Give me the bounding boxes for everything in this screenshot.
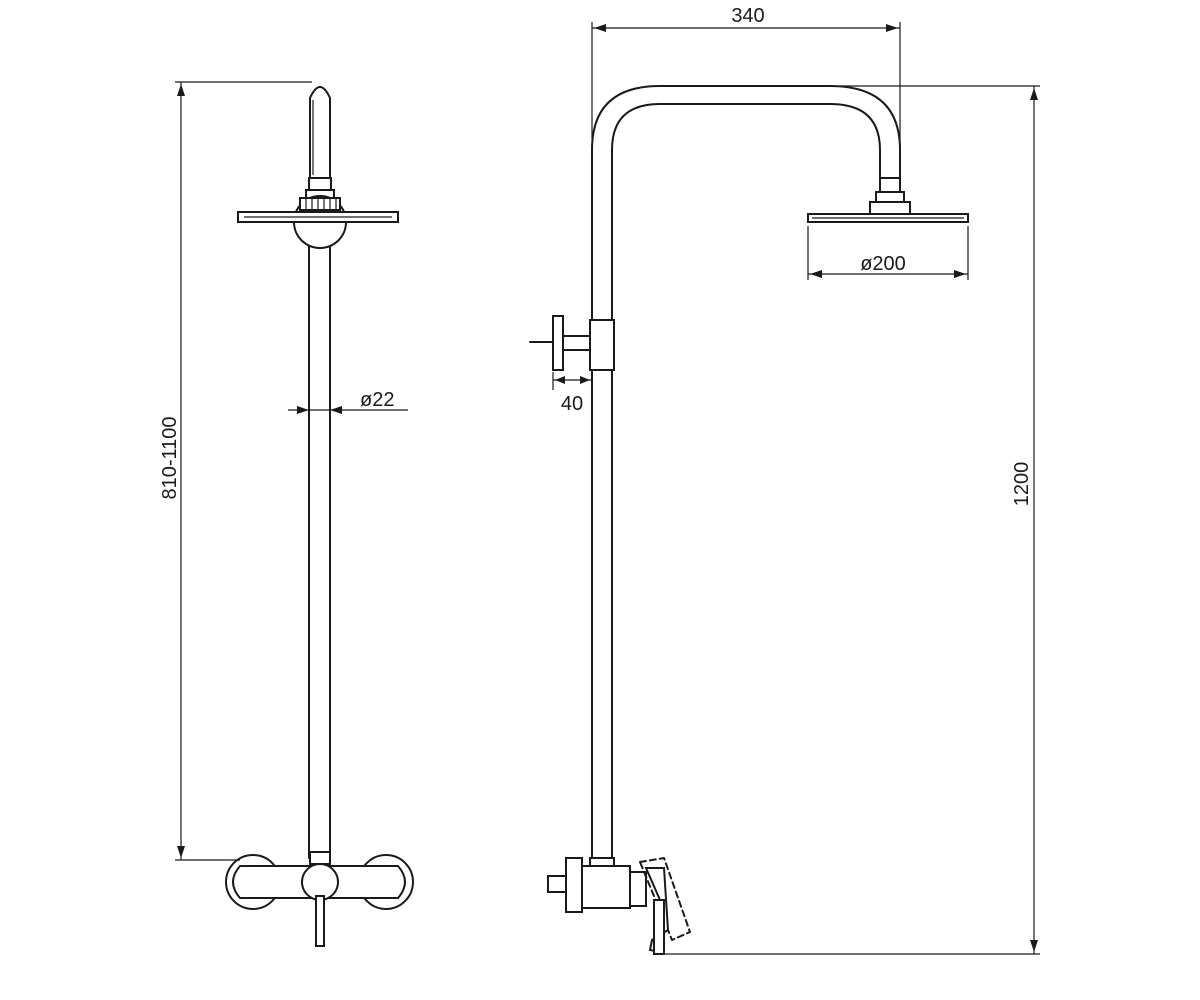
dim-wall-offset-label: 40 xyxy=(561,393,583,415)
dim-pipe-diameter: ø22 xyxy=(288,389,408,414)
dim-head-diameter-label: ø200 xyxy=(860,253,906,275)
dim-arm-length: 340 xyxy=(591,5,901,178)
dim-head-diameter: ø200 xyxy=(807,226,969,280)
front-shower-head-icon xyxy=(237,195,399,249)
side-riser-arm xyxy=(591,85,901,859)
front-view: 810-1100 ø22 xyxy=(159,81,414,947)
dim-arm-length-label: 340 xyxy=(731,5,764,27)
side-view: 340 ø200 40 1200 xyxy=(529,5,1040,955)
dim-mixer-to-head-label: 810-1100 xyxy=(159,416,181,499)
dim-total-height: 1200 xyxy=(664,85,1040,955)
dim-mixer-to-head: 810-1100 xyxy=(159,81,312,861)
dim-wall-offset: 40 xyxy=(552,372,593,415)
side-shower-head-icon xyxy=(807,177,969,223)
dim-total-height-label: 1200 xyxy=(1011,462,1033,507)
front-mixer-tap-icon xyxy=(225,851,414,947)
side-mixer-tap-icon xyxy=(547,857,691,955)
front-hand-shower xyxy=(305,86,335,199)
dim-pipe-diameter-label: ø22 xyxy=(360,389,394,411)
front-riser-pipe xyxy=(308,229,331,859)
side-wall-bracket-icon xyxy=(529,315,615,371)
